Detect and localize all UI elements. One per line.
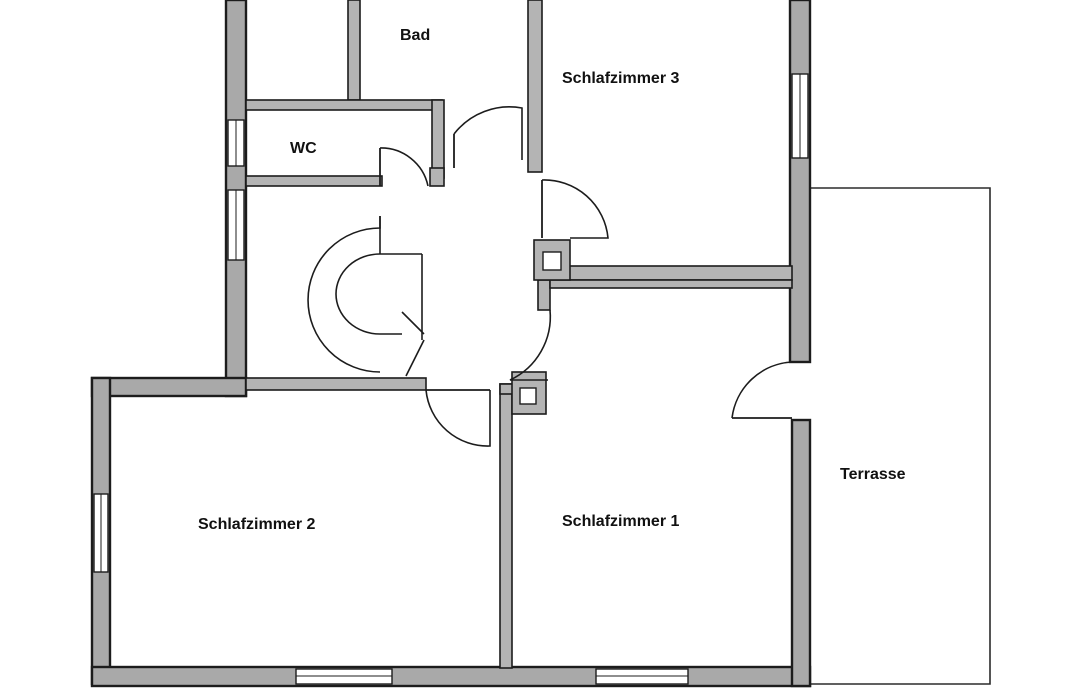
door-bad xyxy=(453,106,523,168)
label-schlafzimmer-3: Schlafzimmer 3 xyxy=(562,70,679,87)
window-schlafzimmer-2-bottom xyxy=(295,668,393,685)
label-terrasse: Terrasse xyxy=(840,466,906,483)
door-terrasse xyxy=(731,361,793,419)
wall-bad-right xyxy=(527,0,543,173)
label-wc: WC xyxy=(290,140,317,157)
wall-right-upper xyxy=(788,0,812,364)
wall-wc-top xyxy=(245,99,443,111)
wall-bottom xyxy=(90,665,812,688)
label-schlafzimmer-1: Schlafzimmer 1 xyxy=(562,513,679,530)
wall-bad-left xyxy=(347,0,361,101)
wall-wc-bottom xyxy=(245,175,383,187)
chimney-lower-flue xyxy=(519,387,537,405)
window-stair xyxy=(227,189,245,261)
window-schlafzimmer-3 xyxy=(791,73,809,159)
terrace-outline xyxy=(810,187,991,685)
label-schlafzimmer-2: Schlafzimmer 2 xyxy=(198,516,315,533)
wall-corridor-right xyxy=(537,279,551,311)
chimney-upper-flue xyxy=(542,251,562,271)
door-schlafzimmer-2 xyxy=(425,389,491,447)
window-wc xyxy=(227,119,245,167)
window-schlafzimmer-1-bottom xyxy=(595,668,689,685)
wall-rooms-divider xyxy=(499,383,513,669)
wall-bath-stub xyxy=(429,167,445,187)
staircase xyxy=(307,216,425,377)
wall-schlafzimmer-2-top xyxy=(245,377,427,391)
door-wc xyxy=(379,147,429,187)
label-bad: Bad xyxy=(400,27,430,44)
wall-left-step xyxy=(90,376,248,398)
window-schlafzimmer-2-left xyxy=(93,493,109,573)
door-schlafzimmer-1 xyxy=(509,309,552,381)
wall-wc-right xyxy=(431,99,445,179)
wall-schlafzimmer-3-bottom xyxy=(565,265,793,281)
door-schlafzimmer-3 xyxy=(541,179,609,239)
wall-right-lower xyxy=(790,418,812,688)
wall-schlafzimmer-1-top xyxy=(549,279,793,289)
